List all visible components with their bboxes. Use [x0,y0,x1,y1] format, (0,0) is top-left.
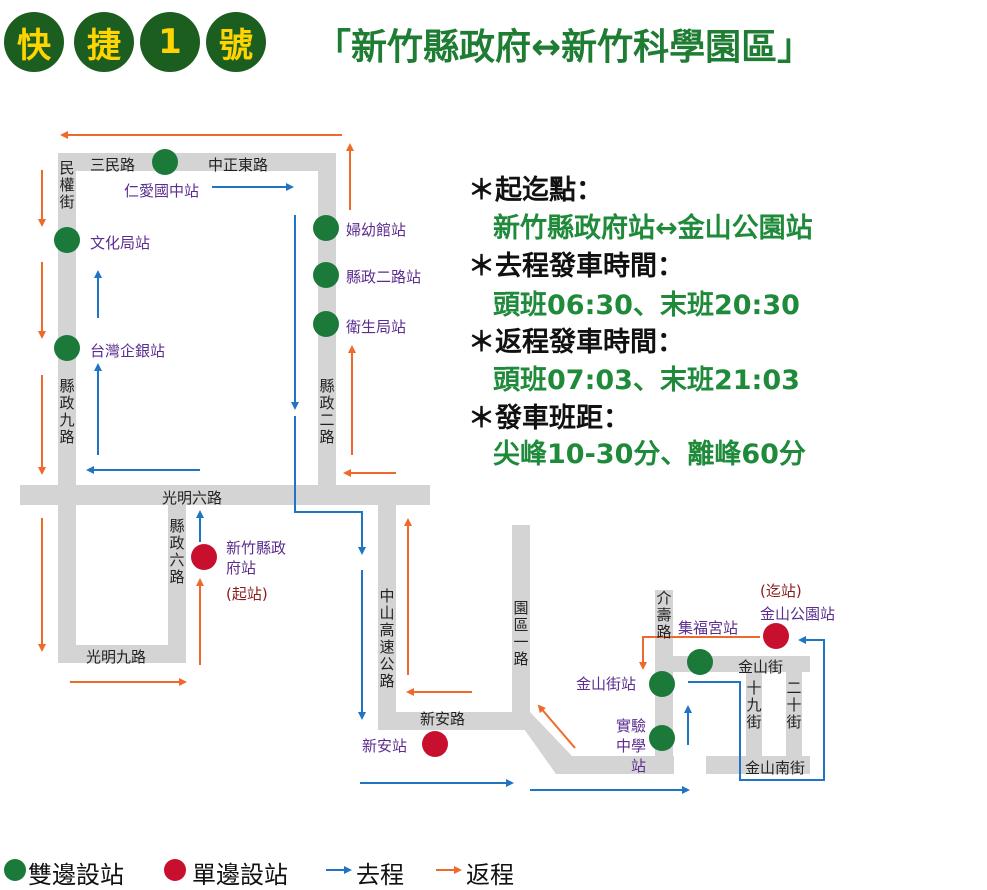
station-label-renai: 仁愛國中站 [124,182,200,200]
road-park1 [512,525,530,725]
station-jinshan-park [763,623,789,649]
badge-char-3: 1 [140,12,200,72]
station-tag-start: (起站) [226,585,268,603]
station-health [313,311,339,337]
badge-char-2: 捷 [74,12,134,72]
info-outbound-label: ＊去程發車時間： [468,251,684,282]
road-label-county2: 縣政二路 [319,377,335,446]
info-return-value: 頭班07:03、末班21:03 [493,365,800,396]
station-label-jifu: 集福宮站 [678,619,739,637]
info-outbound-value: 頭班06:30、末班20:30 [493,290,800,321]
info-headway-value: 尖峰10-30分、離峰60分 [493,439,806,470]
road-label-guangming6: 光明六路 [162,489,223,507]
route-title: 「新竹縣政府↔新竹科學園區」 [315,27,814,68]
station-label-county2: 縣政二路站 [346,268,422,286]
station-renai [152,149,178,175]
station-label-women: 婦幼館站 [346,221,407,239]
info-return-label: ＊返程發車時間： [468,327,684,358]
stations-both-sides [54,149,713,751]
road-label-st19: 十九街 [746,679,762,731]
road-label-jinshan-st: 金山街 [738,658,784,676]
road-label-st20: 二十街 [786,679,802,731]
legend-return-label: 返程 [466,861,514,889]
station-jinshan-st [649,671,675,697]
station-label-jinshan-st: 金山街站 [576,675,637,693]
road-st19 [746,656,762,774]
info-endpoints-value: 新竹縣政府站↔金山公園站 [493,213,813,244]
road-zhongshan [378,495,396,730]
station-culture [54,227,80,253]
road-guangming9 [58,645,186,663]
road-lower [556,756,674,774]
station-xinan [422,731,448,757]
station-tag-end: (迄站) [760,582,802,600]
station-jifu [687,649,713,675]
station-county-gov [191,544,217,570]
road-label-county9: 縣政九路 [59,377,75,446]
road-county6 [168,495,186,663]
road-jinshan-south [706,756,810,774]
station-label-xinan: 新安站 [362,737,408,755]
road-county9 [58,153,76,663]
legend-single-dot-icon [164,859,186,881]
station-tcb [54,335,80,361]
station-label-experimental: 實驗中學站 [615,717,646,775]
station-women [313,215,339,241]
road-label-park1: 園區一路 [513,599,529,668]
station-label-jinshan-park: 金山公園站 [760,605,836,623]
stations-single-side [191,544,789,757]
legend-outbound-label: 去程 [356,861,404,889]
info-endpoints-label: ＊起迄點： [468,175,603,206]
station-label-tcb: 台灣企銀站 [90,342,166,360]
road-label-guangming9: 光明九路 [86,648,147,666]
legend-both-label: 雙邊設站 [28,861,124,889]
legend-single-label: 單邊設站 [192,861,288,889]
road-label-sanmin: 三民路 [90,156,136,174]
return-arrows [38,131,760,749]
badge-char-4: 號 [206,12,266,72]
station-county2 [313,262,339,288]
road-label-jieshou: 介壽路 [656,589,672,641]
info-headway-label: ＊發車班距： [468,403,630,434]
road-label-zhongzheng-east: 中正東路 [208,156,269,174]
station-label-culture: 文化局站 [90,234,151,252]
road-xinan [378,712,528,730]
road-label-xinan: 新安路 [420,710,466,728]
road-st20 [786,656,802,774]
road-label-county6: 縣政六路 [169,517,185,586]
legend-both-dot-icon [4,859,26,881]
badge-char-1: 快 [4,12,64,72]
road-label-minquan: 民權街 [59,159,75,211]
road-label-jinshan-south: 金山南街 [745,759,806,777]
road-sanmin [58,153,336,171]
station-label-county-gov: 新竹縣政府站 [226,539,287,577]
outbound-arrows [86,183,825,794]
road-guangming6 [20,485,430,505]
station-label-health: 衛生局站 [346,318,407,336]
road-label-zhongshan-hwy: 中山高速公路 [379,587,395,690]
station-experimental [649,725,675,751]
